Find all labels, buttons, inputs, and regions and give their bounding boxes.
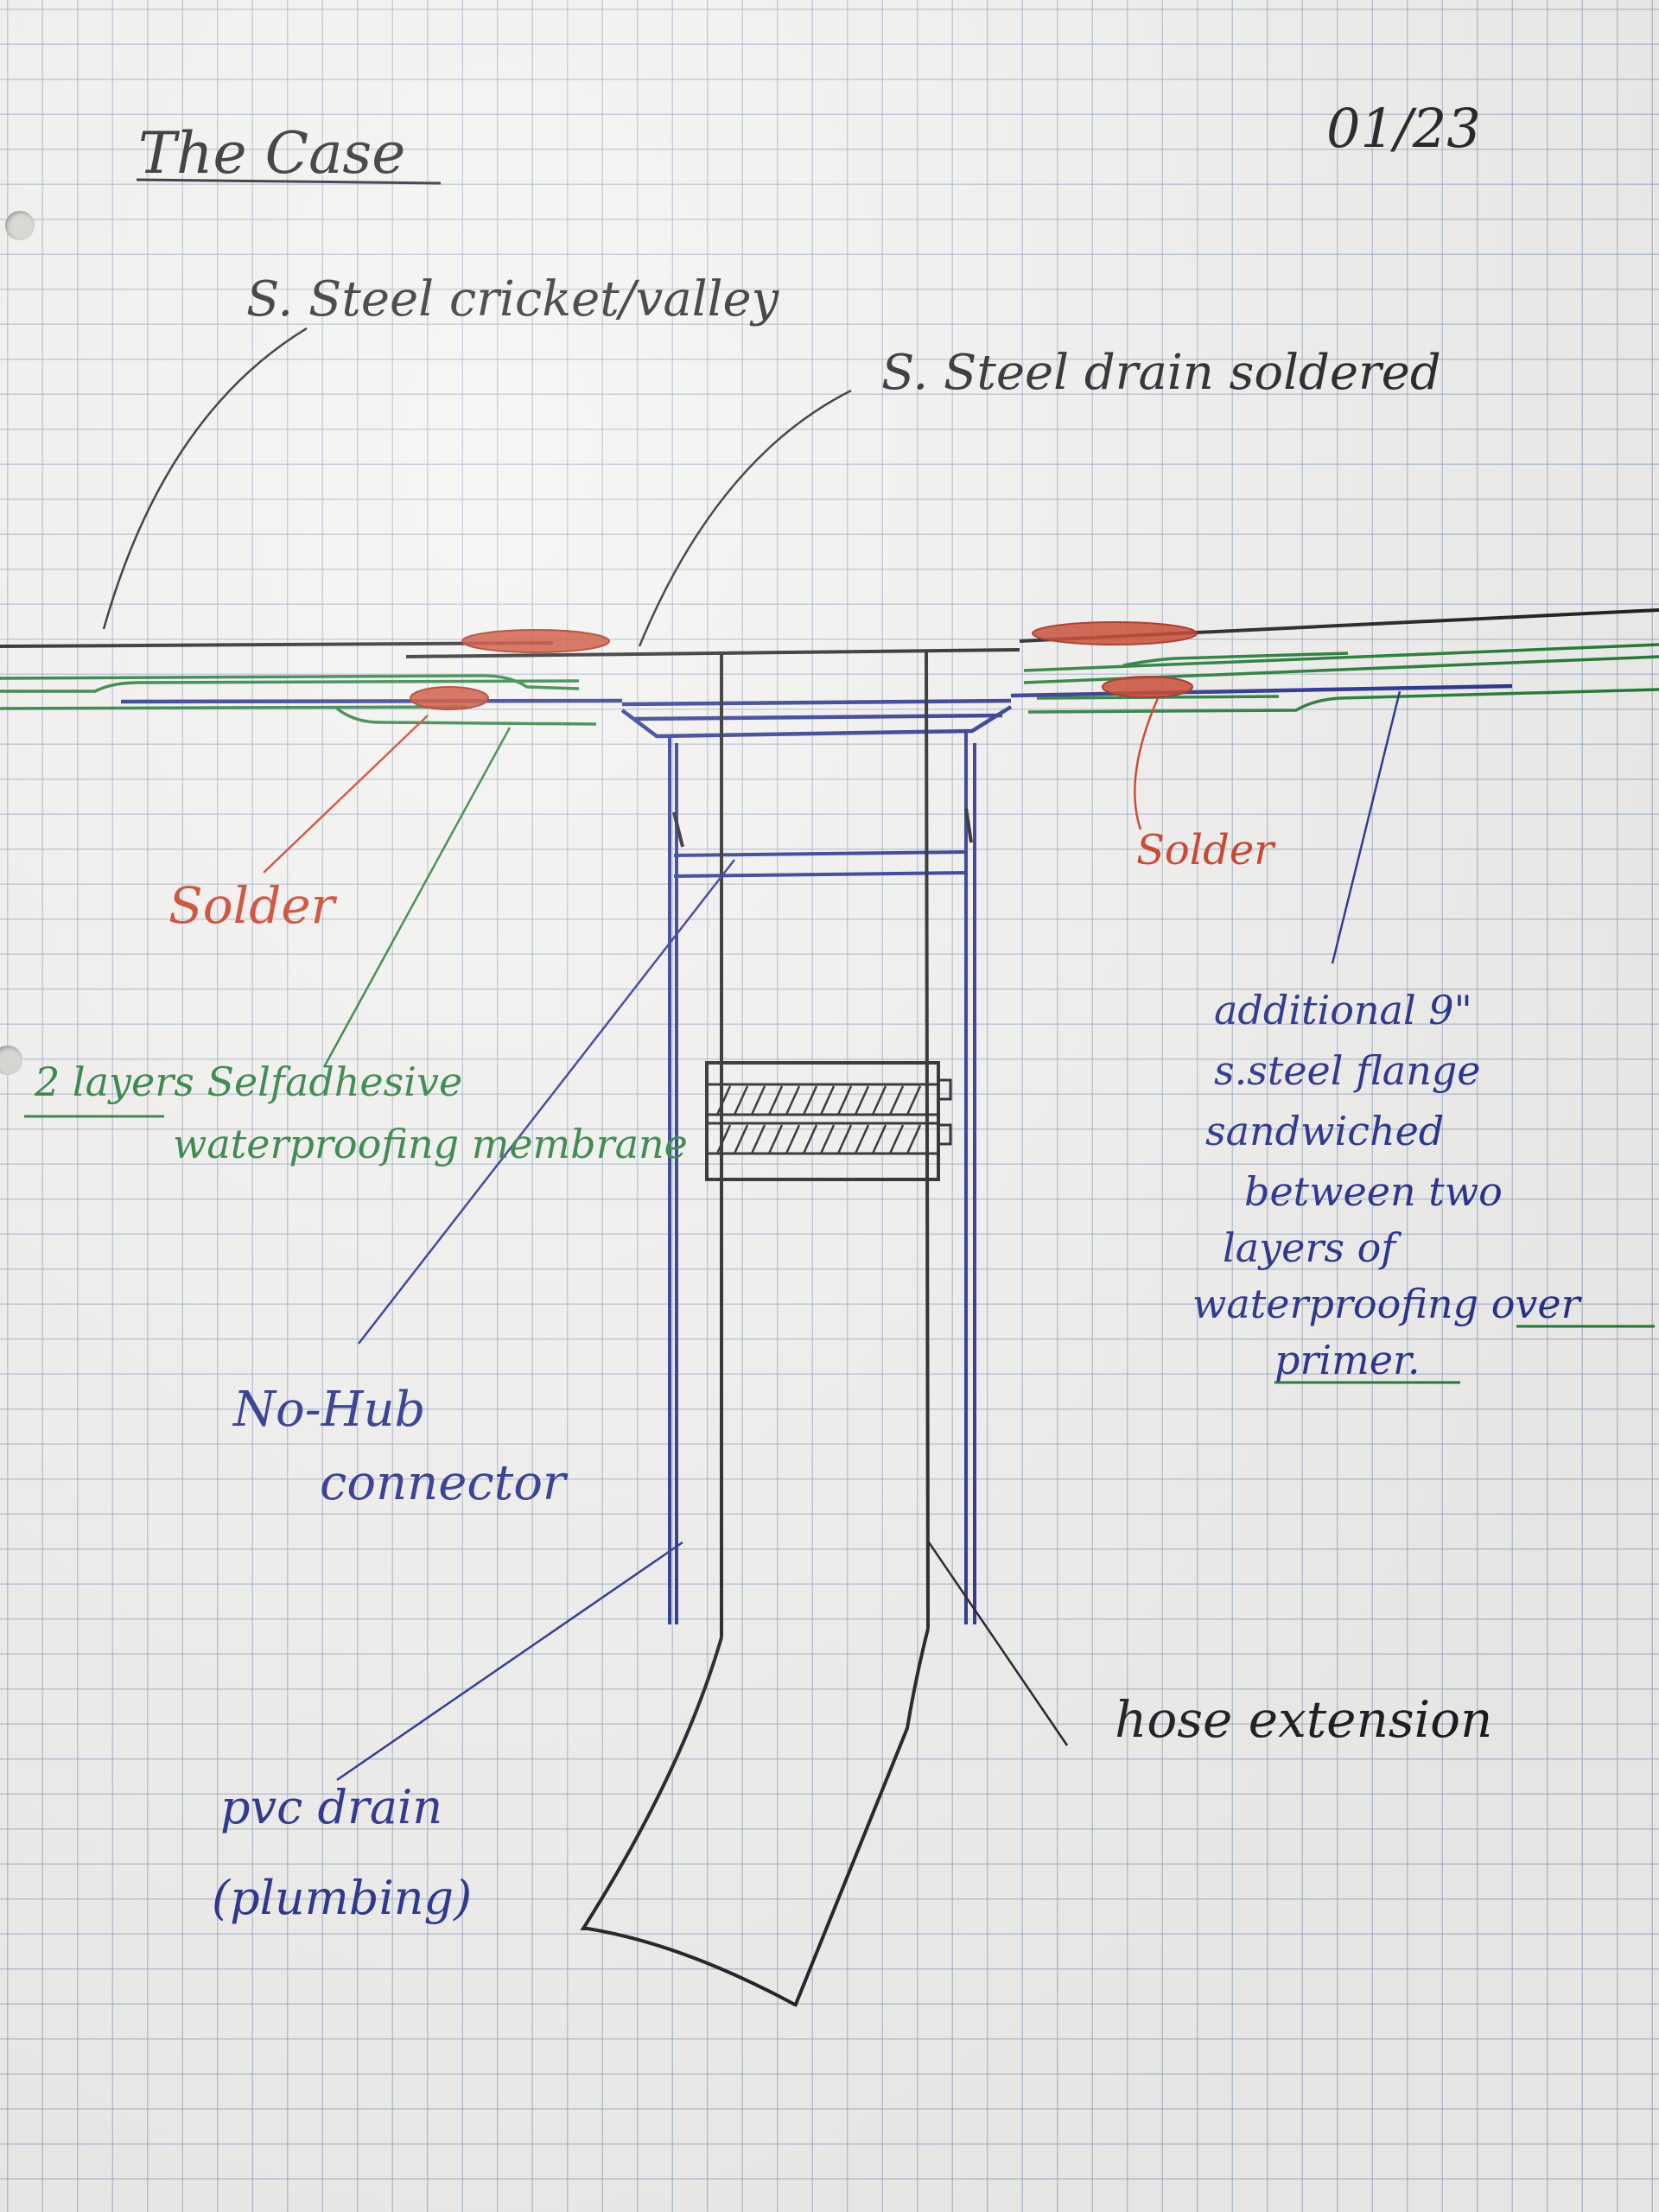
leader-hose <box>927 1541 1069 1746</box>
leader-membrane <box>322 727 512 1068</box>
cricket-valley-line <box>0 608 1659 658</box>
leader-cricket <box>102 327 308 630</box>
flange-note-line-1: additional 9" <box>1214 987 1472 1033</box>
label-flange-note: additional 9" s.steel flange sandwiched … <box>1192 987 1655 1384</box>
leader-pvc <box>336 1541 683 1782</box>
no-hub-connector <box>705 1061 952 1181</box>
flange-note-line-2: s.steel flange <box>1214 1047 1481 1094</box>
leader-solder-left <box>263 715 429 874</box>
sketch-date: 01/23 <box>1326 97 1481 160</box>
flange-note-line-3: sandwiched <box>1205 1108 1444 1154</box>
title-underline <box>136 178 442 185</box>
label-cricket-valley: S. Steel cricket/valley <box>246 271 780 327</box>
label-pvc-line1: pvc drain <box>220 1780 442 1834</box>
leader-drain <box>638 389 852 647</box>
pvc-drain-pipe <box>668 733 976 1624</box>
flange-note-line-4: between two <box>1244 1168 1503 1215</box>
solder-blobs <box>410 621 1198 710</box>
label-pvc-line2: (plumbing) <box>212 1871 472 1925</box>
label-hose-extension: hose extension <box>1115 1690 1492 1749</box>
flange-note-line-7: primer. <box>1274 1337 1421 1383</box>
binder-hole-middle <box>0 1046 22 1075</box>
stainless-flange <box>120 683 1513 739</box>
binder-hole-top <box>5 211 35 240</box>
label-nohub-line2: connector <box>320 1455 569 1511</box>
sketch-title: The Case <box>138 120 405 187</box>
label-membrane-line1: 2 layers Selfadhesive <box>34 1058 462 1105</box>
flange-note-line-6: waterproofing over <box>1192 1281 1583 1327</box>
leader-solder-right <box>1134 697 1160 830</box>
label-solder-left: Solder <box>168 876 338 935</box>
flange-note-line-5: layers of <box>1223 1224 1402 1271</box>
leader-flange <box>1331 690 1402 964</box>
label-nohub-line1: No-Hub <box>232 1382 425 1438</box>
label-solder-right: Solder <box>1136 826 1276 874</box>
label-membrane-line2: waterproofing membrane <box>173 1121 688 1167</box>
leader-nohub <box>358 859 735 1344</box>
waterproofing-membrane-layers <box>0 643 1659 726</box>
label-drain-soldered: S. Steel drain soldered <box>881 345 1441 401</box>
